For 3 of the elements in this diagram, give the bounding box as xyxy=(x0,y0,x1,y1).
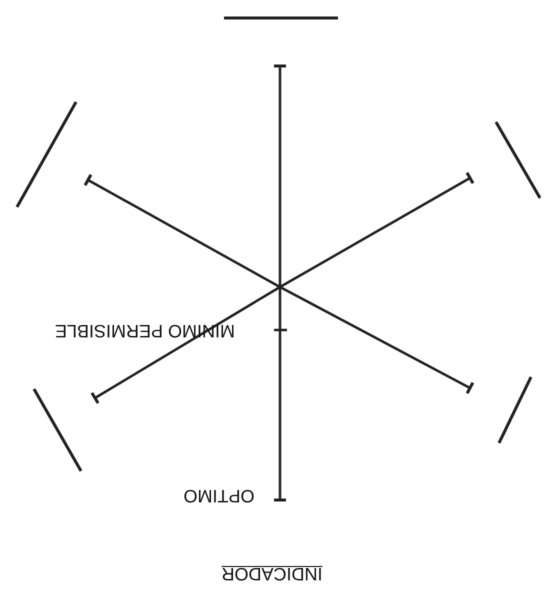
heading: INDICADOR xyxy=(220,564,324,584)
axis-label: MINIMO PERMISIBLE xyxy=(54,321,236,341)
axis-label: OPTIMO xyxy=(182,486,256,506)
